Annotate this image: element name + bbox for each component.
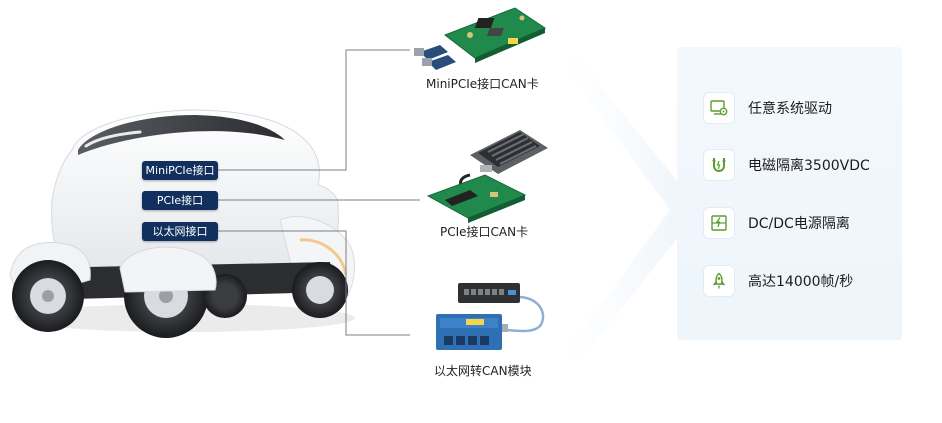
feature-panel: 任意系统驱动 电磁隔离3500VDC DC/DC电源隔 — [677, 47, 902, 340]
wheel — [292, 262, 348, 318]
pcie-interface-tag: PCIe接口 — [142, 191, 218, 210]
driver-settings-icon — [704, 93, 734, 123]
ethernet-interface-tag: 以太网接口 — [142, 222, 218, 241]
ethernet-can-module-image — [436, 283, 545, 350]
feature-item: DC/DC电源隔离 — [704, 206, 850, 240]
feature-item: 任意系统驱动 — [704, 91, 832, 125]
minipcie-card-caption: MiniPCIe接口CAN卡 — [426, 77, 539, 91]
feature-item: 高达14000帧/秒 — [704, 264, 853, 298]
feature-label: DC/DC电源隔离 — [748, 216, 850, 232]
feature-item: 电磁隔离3500VDC — [704, 148, 870, 182]
magnet-icon — [704, 150, 734, 180]
ethernet-module-caption: 以太网转CAN模块 — [434, 364, 532, 378]
rocket-icon — [704, 266, 734, 296]
feature-label: 任意系统驱动 — [748, 101, 832, 117]
chevron-arrow — [560, 60, 700, 360]
minipcie-interface-tag: MiniPCIe接口 — [142, 161, 218, 180]
pcie-card-caption: PCIe接口CAN卡 — [440, 225, 529, 239]
wheel — [12, 260, 84, 332]
connector-lines — [218, 49, 420, 336]
pcie-can-card-image — [426, 130, 548, 223]
power-isolation-icon — [704, 208, 734, 238]
feature-label: 电磁隔离3500VDC — [748, 158, 870, 174]
minipcie-can-card-image — [414, 7, 547, 70]
feature-label: 高达14000帧/秒 — [748, 274, 854, 290]
